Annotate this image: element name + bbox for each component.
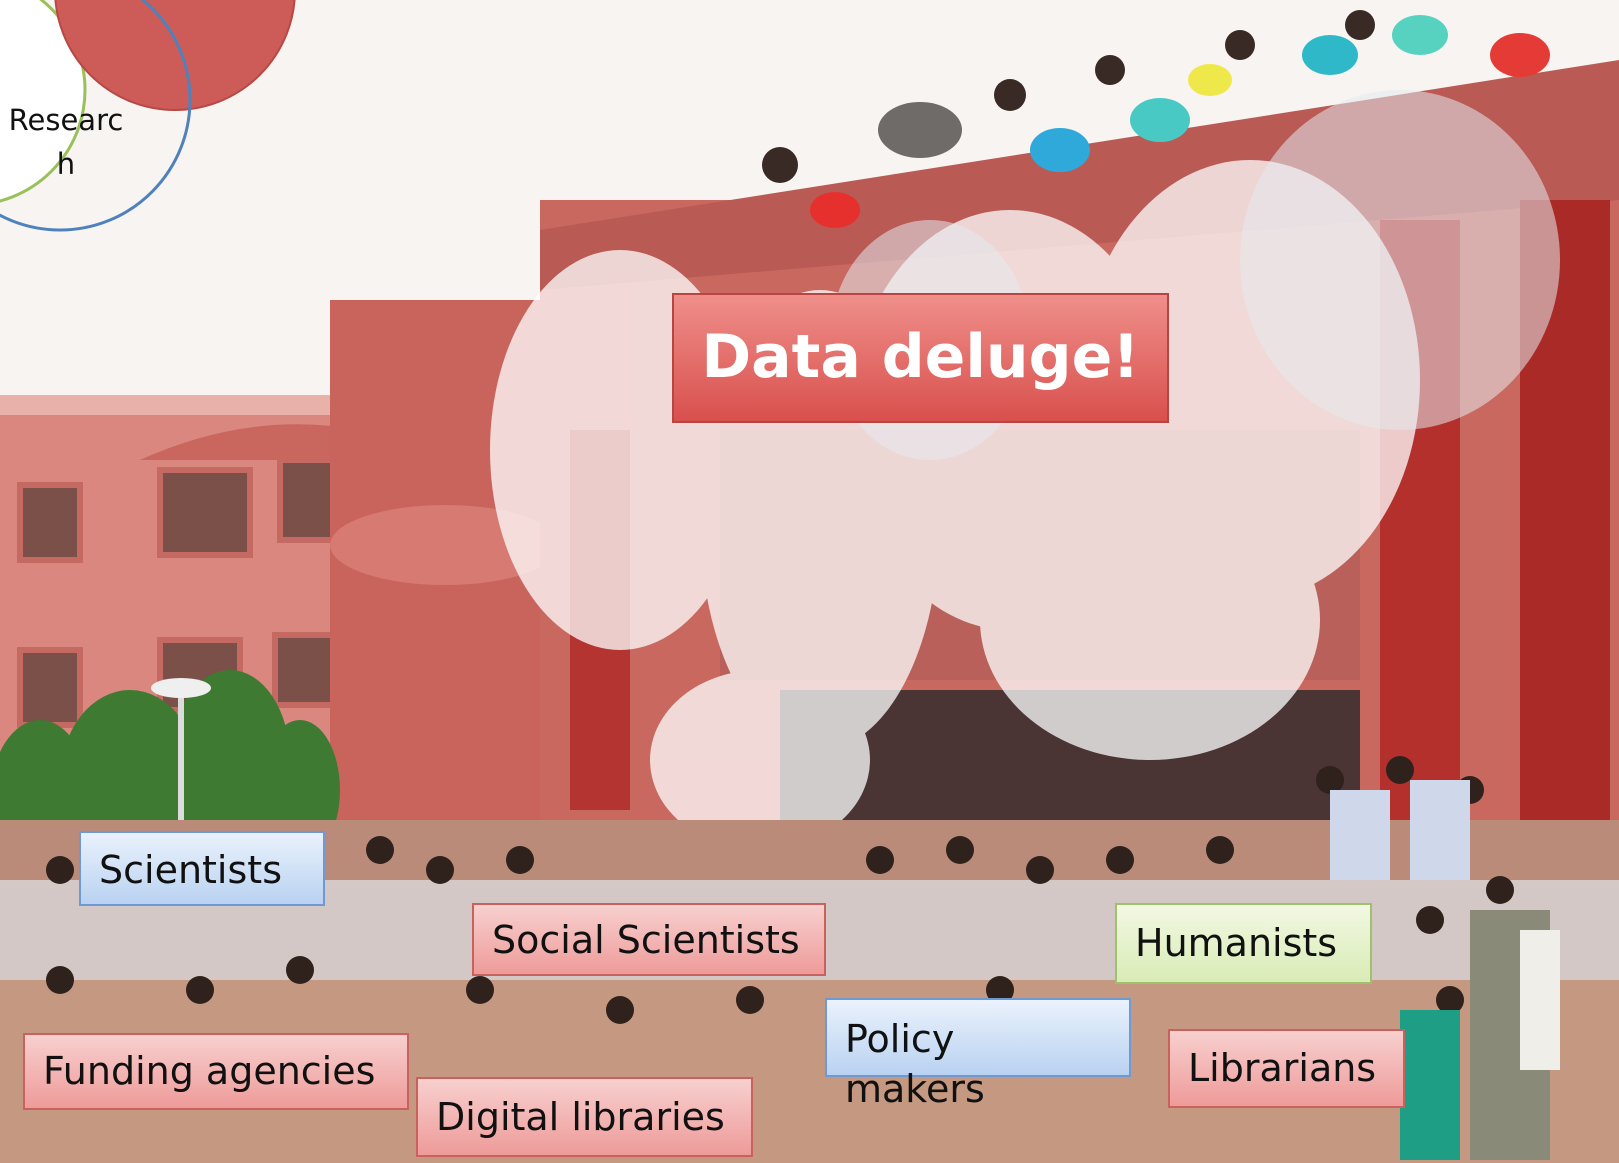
- research-circle-diagram: [0, 0, 296, 232]
- policy-makers-text: Policy makers: [845, 1017, 985, 1111]
- policy-makers-label: Policy makers: [825, 998, 1131, 1111]
- humanists-label: Humanists: [1115, 903, 1372, 984]
- librarians-label: Librarians: [1168, 1029, 1405, 1108]
- data-deluge-title: Data deluge!: [672, 293, 1169, 423]
- digital-libraries-label: Digital libraries: [416, 1077, 753, 1157]
- roof-people: [762, 10, 1550, 228]
- funding-agencies-label: Funding agencies: [23, 1033, 409, 1110]
- scientists-label: Scientists: [79, 831, 325, 906]
- social-scientists-label: Social Scientists: [472, 903, 826, 976]
- research-circle-label: Researc h: [8, 103, 124, 181]
